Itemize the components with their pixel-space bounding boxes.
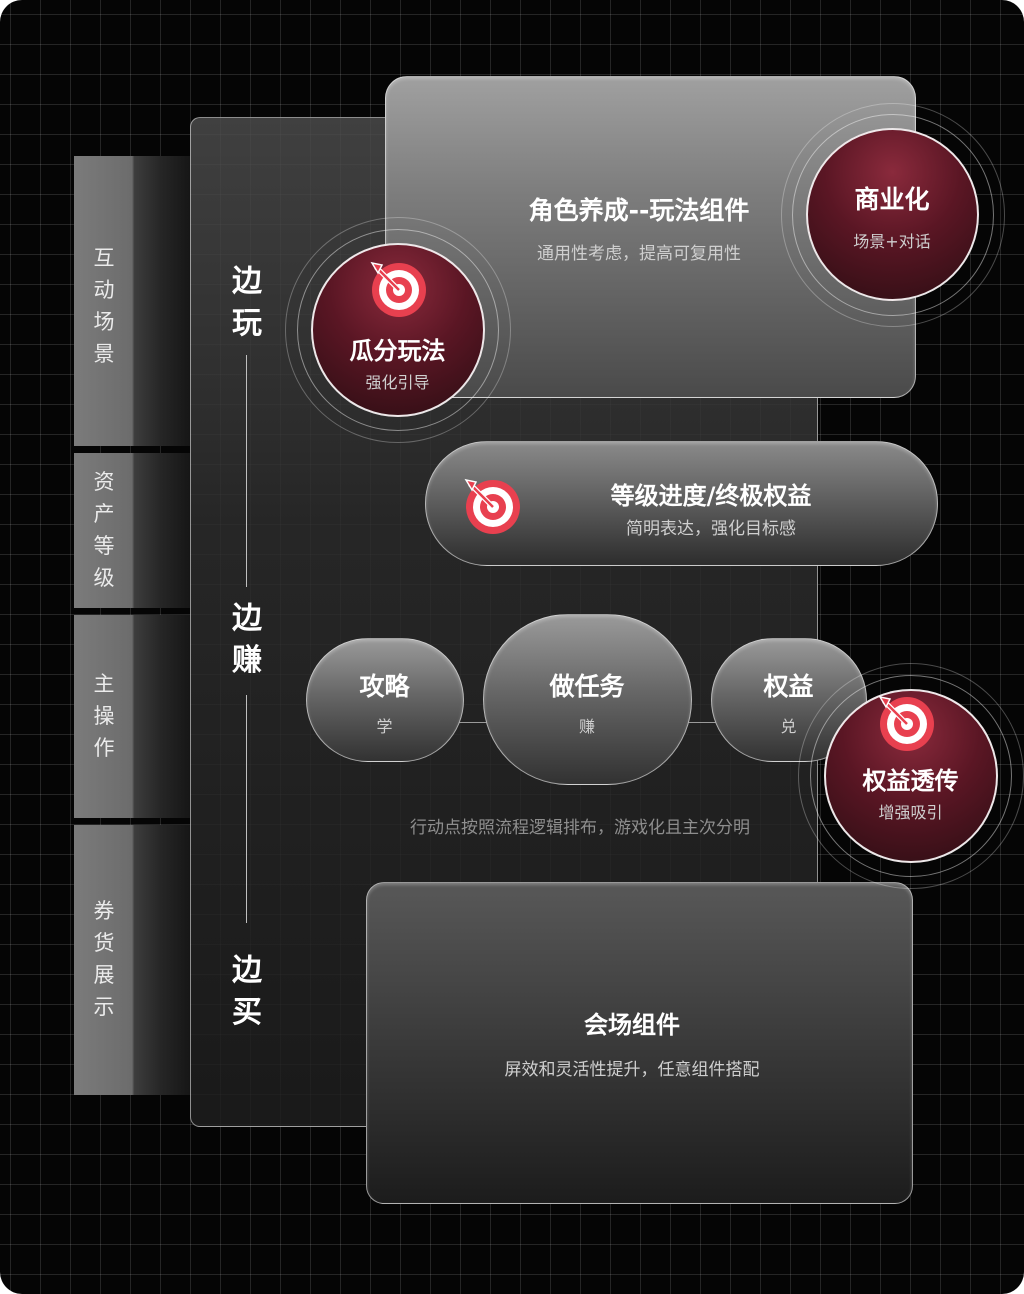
action-caption: 赚: [578, 717, 595, 736]
card-subtitle: 通用性考虑，提高可复用性: [537, 244, 741, 264]
flow-connector: [246, 695, 247, 923]
flow-connector: [246, 355, 247, 587]
card-title: 角色养成--玩法组件: [528, 196, 750, 225]
action-caption: 学: [376, 717, 393, 736]
category-strip-coupon-display: 券货展示: [74, 825, 190, 1095]
category-label: 互动场景: [93, 246, 115, 366]
badge-subtitle: 场景+对话: [853, 232, 931, 251]
action-title: 权益: [763, 672, 814, 701]
action-pill-strategy: 攻略 学: [306, 638, 464, 762]
flow-label-earn: 边赚: [232, 601, 262, 678]
badge-ring: [781, 103, 1005, 327]
pill-title: 等级进度/终极权益: [610, 482, 812, 510]
badge-ring: [285, 217, 511, 443]
category-strip-interaction: 互动场景: [74, 156, 190, 446]
badge-ring: [792, 114, 994, 316]
target-icon: [878, 695, 934, 751]
badge-ring: [297, 229, 499, 431]
action-title: 攻略: [359, 672, 410, 701]
pill-subtitle: 简明表达，强化目标感: [626, 519, 796, 539]
flow-label-play: 边玩: [232, 264, 262, 341]
category-label: 主操作: [93, 672, 115, 760]
venue-component-card: 会场组件 屏效和灵活性提升，任意组件搭配: [366, 882, 913, 1204]
badge-ring: [810, 675, 1012, 877]
split-play-badge: 瓜分玩法 强化引导: [311, 243, 485, 417]
target-icon: [370, 261, 426, 317]
card-title: 会场组件: [584, 1011, 680, 1039]
badge-title: 商业化: [854, 185, 930, 214]
card-subtitle: 屏效和灵活性提升，任意组件搭配: [504, 1060, 760, 1080]
benefit-badge: 权益透传 增强吸引: [824, 689, 998, 863]
flow-label-buy: 边买: [232, 953, 262, 1030]
badge-subtitle: 增强吸引: [878, 803, 943, 822]
target-icon: [464, 478, 520, 534]
badge-subtitle: 强化引导: [365, 373, 430, 392]
level-progress-pill: 等级进度/终极权益 简明表达，强化目标感: [425, 441, 938, 566]
action-title: 做任务: [549, 672, 625, 701]
badge-title: 权益透传: [862, 767, 959, 795]
category-strip-asset-level: 资产等级: [74, 453, 190, 608]
category-label: 券货展示: [93, 899, 115, 1019]
action-caption: 兑: [780, 717, 797, 736]
commercial-badge: 商业化 场景+对话: [806, 128, 979, 301]
category-label: 资产等级: [93, 470, 115, 590]
badge-title: 瓜分玩法: [349, 337, 446, 365]
action-pill-task: 做任务 赚: [483, 614, 692, 785]
actions-note: 行动点按照流程逻辑排布，游戏化且主次分明: [410, 818, 750, 838]
category-strip-main-action: 主操作: [74, 615, 190, 818]
